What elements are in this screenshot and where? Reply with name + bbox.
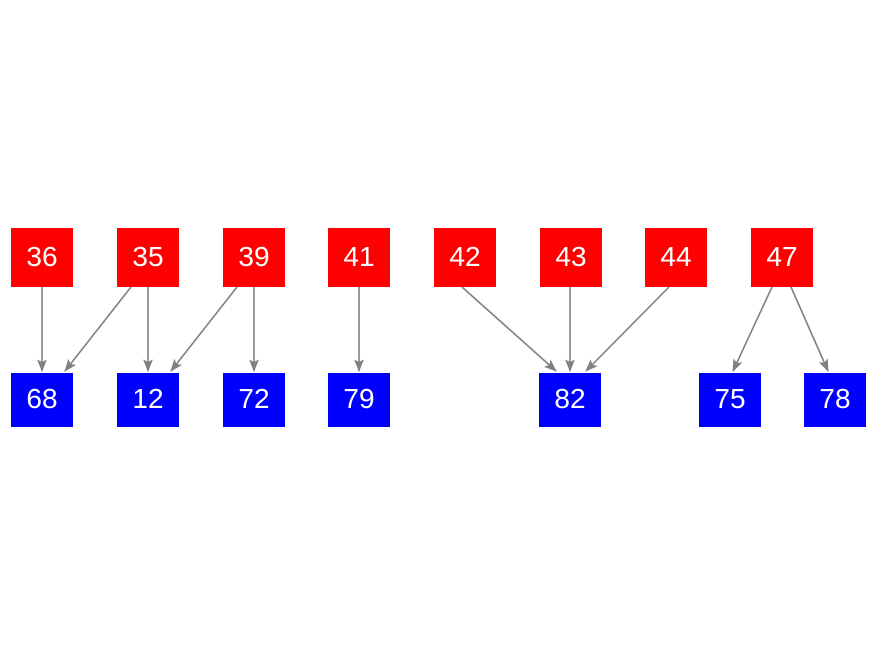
node-label: 82 — [554, 383, 586, 414]
node-label: 36 — [26, 240, 58, 272]
node-label: 39 — [238, 240, 270, 272]
node-label: 35 — [132, 240, 164, 272]
target-node-82[interactable]: 82 — [539, 373, 601, 427]
edges-group — [37, 286, 829, 372]
node-label: 12 — [132, 383, 164, 414]
node-label: 42 — [449, 240, 481, 272]
node-label: 72 — [238, 383, 270, 414]
target-node-68[interactable]: 68 — [11, 373, 73, 427]
node-label: 41 — [343, 240, 375, 272]
node-label: 44 — [660, 240, 692, 272]
node-label: 75 — [714, 383, 746, 414]
target-node-12[interactable]: 12 — [117, 373, 179, 427]
source-node-39[interactable]: 39 — [223, 228, 285, 287]
source-node-43[interactable]: 43 — [540, 228, 602, 287]
source-node-42[interactable]: 42 — [434, 228, 496, 287]
target-node-79[interactable]: 79 — [328, 373, 390, 427]
source-node-36[interactable]: 36 — [11, 228, 73, 287]
edge-47-to-78 — [790, 286, 829, 372]
edge-42-to-82 — [461, 286, 557, 372]
edge-44-to-82 — [585, 286, 670, 372]
source-node-35[interactable]: 35 — [117, 228, 179, 287]
node-label: 79 — [343, 383, 375, 414]
source-node-41[interactable]: 41 — [328, 228, 390, 287]
edge-35-to-68 — [64, 286, 132, 372]
node-label: 47 — [766, 240, 798, 272]
source-node-44[interactable]: 44 — [645, 228, 707, 287]
node-label: 43 — [555, 240, 587, 272]
edge-39-to-12 — [170, 286, 238, 372]
target-node-72[interactable]: 72 — [223, 373, 285, 427]
node-label: 68 — [26, 383, 58, 414]
target-node-78[interactable]: 78 — [804, 373, 866, 427]
edge-47-to-75 — [732, 286, 773, 372]
target-node-75[interactable]: 75 — [699, 373, 761, 427]
source-node-47[interactable]: 47 — [751, 228, 813, 287]
node-label: 78 — [819, 383, 851, 414]
